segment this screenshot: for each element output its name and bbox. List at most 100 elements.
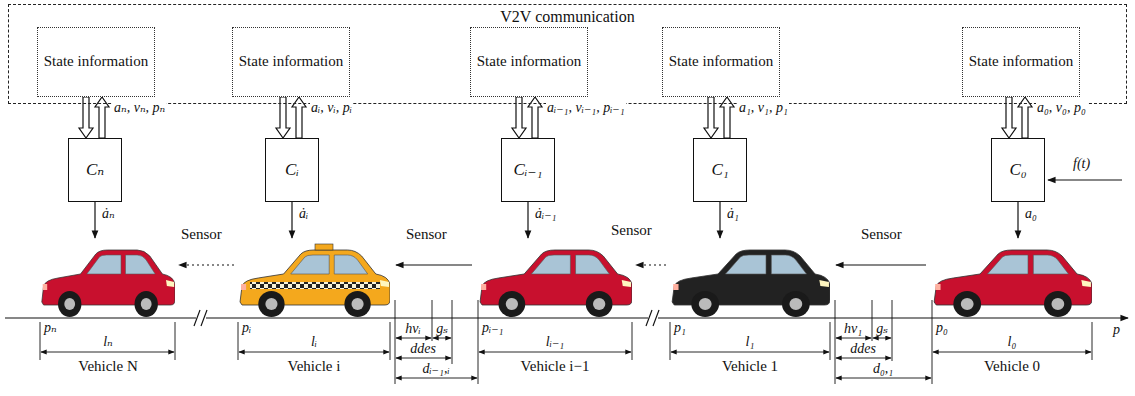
standstill-gap-label: gₛ <box>875 321 889 336</box>
control-input: ȧₙ <box>101 206 116 221</box>
spacing-dimension <box>433 338 451 339</box>
length-dimension <box>41 352 174 353</box>
position-label: p₀ <box>935 320 949 335</box>
controller-name: Cᵢ <box>281 160 303 180</box>
vehicle-name: Vehicle i−1 <box>520 358 591 375</box>
axis-label: p <box>1112 322 1121 337</box>
vehicle-1-car <box>672 250 830 317</box>
state-information-box: State information <box>470 27 588 97</box>
control-arrow <box>94 202 95 238</box>
state-label: State information <box>965 53 1078 70</box>
state-label: State information <box>473 53 586 70</box>
sensor-arrow <box>836 264 926 265</box>
break-mark <box>646 310 652 326</box>
spacing-dimension <box>396 358 451 359</box>
break-mark <box>653 310 659 326</box>
disturbance-label: f(t) <box>1072 156 1091 171</box>
length-dimension <box>933 352 1091 353</box>
position-axis <box>5 317 1128 318</box>
v2v-bus: V2V communicationState information State … <box>8 4 1127 104</box>
controller-box: C₁ <box>693 138 747 202</box>
controller-box: Cₙ <box>68 138 122 202</box>
spacing-dimension <box>835 300 836 384</box>
desired-distance-label: ddes <box>409 341 437 356</box>
state-signal-label: aᵢ, vᵢ, pᵢ <box>310 100 353 115</box>
bus-heading: V2V communication <box>9 5 1126 26</box>
state-information-box: State information <box>232 27 350 97</box>
length-label: lᵢ <box>310 334 318 349</box>
length-dimension <box>1092 322 1093 360</box>
sensor-arrow <box>396 264 472 265</box>
vehicle-n-car <box>42 250 175 317</box>
sensor-arrow <box>179 264 234 265</box>
desired-distance-label: ddes <box>849 341 877 356</box>
length-dimension <box>238 322 239 360</box>
control-arrow <box>95 180 1122 238</box>
length-dimension <box>830 322 831 360</box>
length-label: lₙ <box>102 334 114 349</box>
length-label: lᵢ₋₁ <box>545 334 565 349</box>
spacing-dimension <box>892 300 893 364</box>
spacing-dimension <box>432 300 433 344</box>
sensor-arrow <box>636 264 666 265</box>
spacing-dimension <box>396 338 431 339</box>
length-label: l₀ <box>1007 334 1018 349</box>
vehicle-i-1-car <box>480 250 632 317</box>
vehicle-i-taxi <box>250 282 380 289</box>
sensor-arrow <box>179 264 926 265</box>
break-mark <box>194 310 659 326</box>
control-input: ȧ₁ <box>726 206 740 221</box>
spacing-dimension <box>836 378 931 379</box>
vehicle-i-taxi <box>240 250 390 317</box>
length-dimension <box>40 322 41 360</box>
state-label: State information <box>40 53 153 70</box>
state-signal-label: aₙ, vₙ, pₙ <box>113 100 166 115</box>
controller-name: Cᵢ₋₁ <box>510 160 547 180</box>
control-input: ȧᵢ <box>298 206 309 221</box>
controller-box: Cᵢ₋₁ <box>501 138 555 202</box>
control-input: ȧᵢ₋₁ <box>534 206 557 221</box>
position-label: p₁ <box>673 320 687 335</box>
control-arrow <box>527 202 528 238</box>
vehicle-name: Vehicle i <box>287 358 342 375</box>
sensor-label: Sensor <box>405 226 448 243</box>
controller-name: C₀ <box>1005 160 1030 180</box>
length-dimension <box>390 322 391 360</box>
state-information-box: State information <box>962 27 1080 97</box>
controller-box: C₀ <box>991 138 1045 202</box>
spacing-dimension <box>395 300 931 384</box>
position-axis <box>5 317 1128 318</box>
spacing-dimension <box>873 338 891 339</box>
length-dimension <box>479 352 631 353</box>
spacing-dimension <box>396 378 477 379</box>
distance-label: dᵢ₋₁,ᵢ <box>421 361 450 376</box>
state-information-box: State information <box>37 27 155 97</box>
vehicle-i-taxi <box>315 244 333 250</box>
controller-box: Cᵢ <box>265 138 319 202</box>
standstill-gap-label: gₛ <box>435 321 449 336</box>
position-label: pᵢ <box>241 320 252 335</box>
length-label: l₁ <box>745 334 756 349</box>
position-label: pᵢ₋₁ <box>481 320 504 335</box>
length-dimension <box>478 300 479 384</box>
vehicle-0-car <box>934 250 1092 317</box>
control-arrow <box>291 202 292 238</box>
sensor-label: Sensor <box>180 226 223 243</box>
control-arrow <box>1048 179 1122 180</box>
spacing-dimension <box>395 300 396 384</box>
state-label: State information <box>665 53 778 70</box>
headway-label: hv₁ <box>843 321 863 336</box>
spacing-dimension <box>836 338 871 339</box>
state-label: State information <box>235 53 348 70</box>
position-label: pₙ <box>43 320 58 335</box>
sensor-label: Sensor <box>610 222 653 239</box>
length-dimension <box>670 322 671 360</box>
spacing-dimension <box>836 358 891 359</box>
sensor-label: Sensor <box>860 226 903 243</box>
state-signal-label: aᵢ₋₁, vᵢ₋₁, pᵢ₋₁ <box>546 100 626 115</box>
control-arrow <box>1017 202 1018 238</box>
length-dimension <box>175 322 176 360</box>
break-mark <box>201 310 207 326</box>
vehicle-name: Vehicle 0 <box>983 358 1041 375</box>
state-signal-label: a₁, v₁, p₁ <box>738 100 789 115</box>
